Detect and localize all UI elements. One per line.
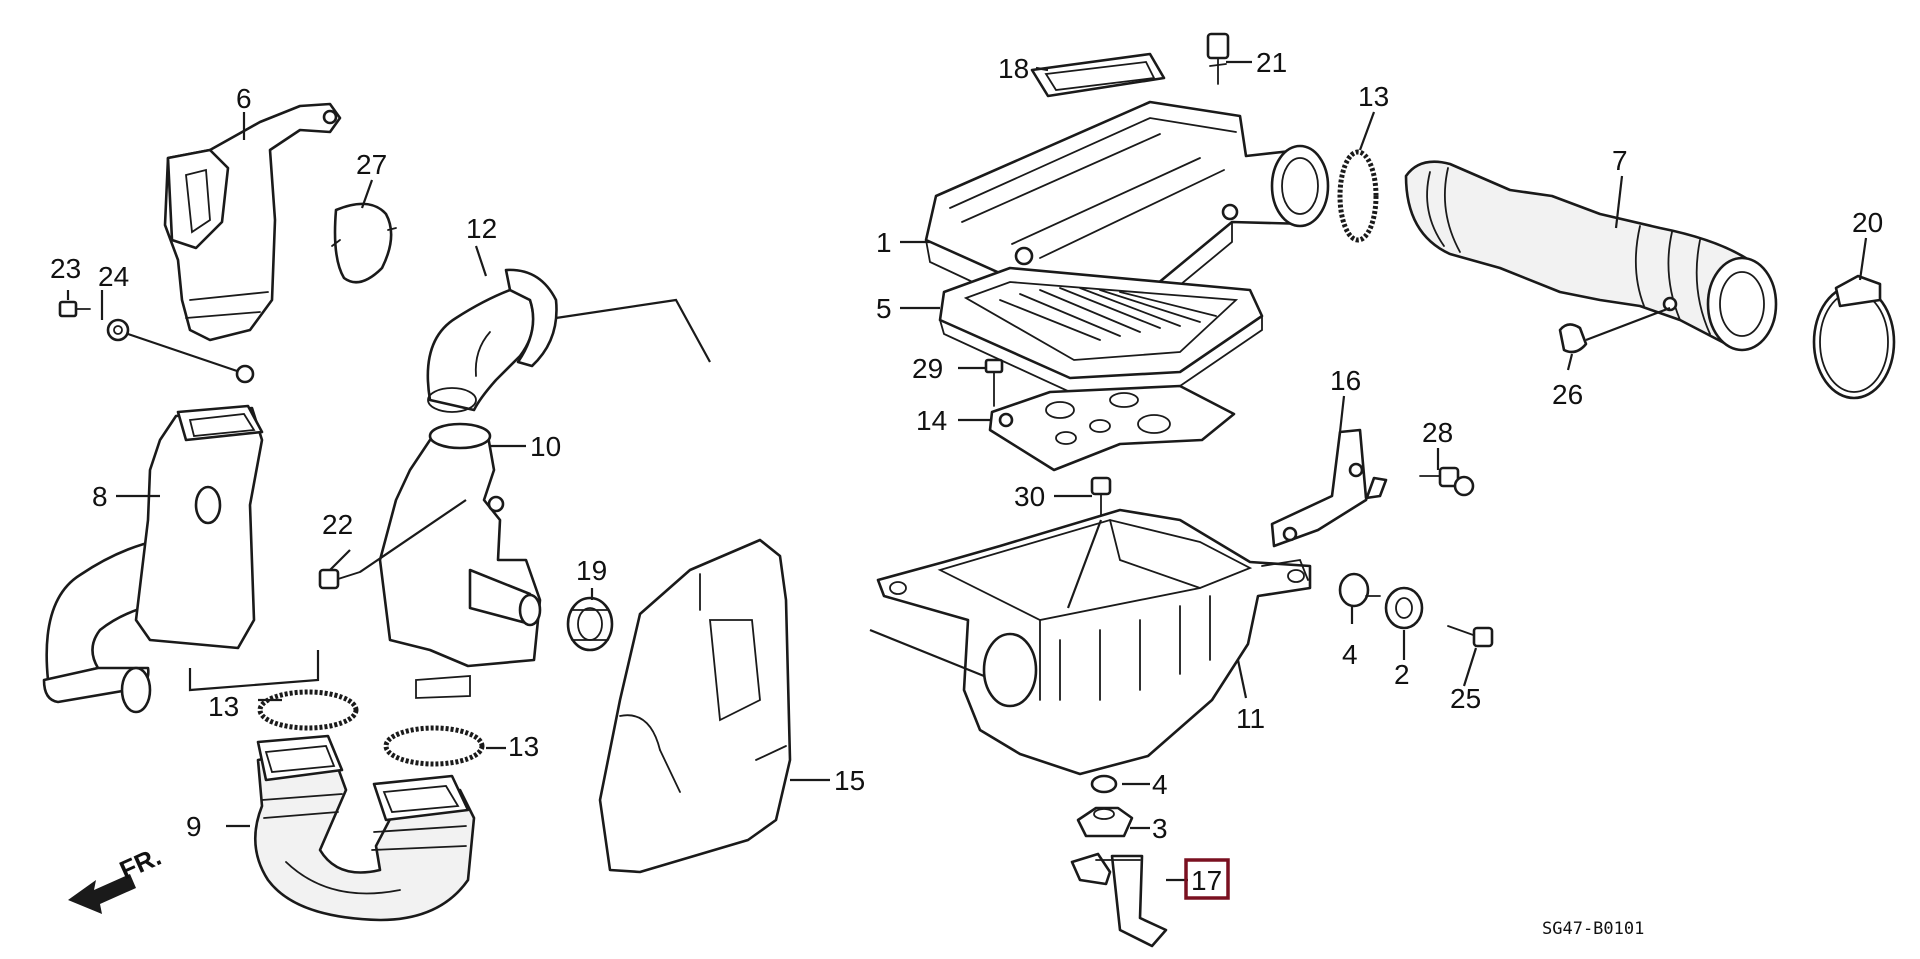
callout-24: 24 — [98, 261, 129, 292]
part-3-mount-rubber[interactable] — [1076, 806, 1134, 838]
callout-13-right: 13 — [508, 731, 539, 762]
callout-25: 25 — [1450, 683, 1481, 714]
part-29-screw[interactable] — [984, 358, 1004, 407]
part-21-bolt[interactable] — [1206, 32, 1230, 85]
part-16-bracket[interactable] — [1270, 428, 1388, 548]
callout-29: 29 — [912, 353, 943, 384]
callout-17: 17 — [1191, 865, 1222, 896]
part-18-label-sticker[interactable] — [1030, 52, 1166, 98]
part-26-clip[interactable] — [1558, 323, 1588, 354]
part-12-elbow-duct[interactable] — [426, 268, 558, 413]
callout-18: 18 — [998, 53, 1029, 84]
part-17-mounting-bracket[interactable] — [1070, 852, 1168, 948]
part-11-air-cleaner-case[interactable] — [876, 508, 1312, 776]
callout-5: 5 — [876, 293, 892, 324]
callout-10: 10 — [530, 431, 561, 462]
part-19-grommet[interactable] — [566, 596, 614, 652]
callout-21: 21 — [1256, 47, 1287, 78]
callout-17-highlighted[interactable]: 17 — [1184, 858, 1230, 900]
callout-23: 23 — [50, 253, 81, 284]
callout-6: 6 — [236, 83, 252, 114]
callout-19: 19 — [576, 555, 607, 586]
callout-4-right: 4 — [1342, 639, 1358, 670]
callout-7: 7 — [1612, 145, 1628, 176]
callout-16: 16 — [1330, 365, 1361, 396]
front-direction-arrow-icon — [68, 874, 136, 914]
callout-12: 12 — [466, 213, 497, 244]
callout-1: 1 — [876, 227, 892, 258]
part-13-o-ring-right[interactable] — [383, 725, 485, 767]
callout-leaders — [66, 60, 1868, 882]
callout-8: 8 — [92, 481, 108, 512]
part-23-bolt[interactable] — [58, 300, 91, 318]
part-10-air-intake-tube[interactable] — [378, 422, 542, 699]
callout-15: 15 — [834, 765, 865, 796]
callout-27: 27 — [356, 149, 387, 180]
part-5-air-filter-element[interactable] — [938, 266, 1264, 393]
part-22-bolt[interactable] — [318, 568, 361, 590]
part-15-resonator-box[interactable] — [598, 538, 792, 874]
callout-2: 2 — [1394, 659, 1410, 690]
part-28-bolt[interactable] — [1419, 466, 1475, 497]
part-14-seal-plate[interactable] — [988, 384, 1236, 472]
part-6-upper-intake-duct[interactable] — [163, 102, 342, 342]
part-24-clip[interactable] — [106, 318, 130, 342]
callout-26: 26 — [1552, 379, 1583, 410]
part-6-mount-tab — [235, 364, 255, 384]
callout-3: 3 — [1152, 813, 1168, 844]
part-27-cover-cap[interactable] — [331, 202, 397, 284]
part-2-grommet[interactable] — [1384, 586, 1424, 630]
drawing-code: SG47-B0101 — [1542, 919, 1644, 939]
part-25-bolt[interactable] — [1447, 625, 1494, 648]
part-4-grommet-lower[interactable] — [1090, 774, 1118, 794]
part-7-intake-hose[interactable] — [1404, 160, 1778, 352]
part-9-corrugated-duct[interactable] — [253, 734, 476, 922]
callout-9: 9 — [186, 811, 202, 842]
callout-30: 30 — [1014, 481, 1045, 512]
part-13-o-ring-left[interactable] — [257, 689, 359, 731]
callout-13-upper: 13 — [1358, 81, 1389, 112]
callout-14: 14 — [916, 405, 947, 436]
callout-4-lower: 4 — [1152, 769, 1168, 800]
part-30-bolt[interactable] — [1090, 476, 1112, 521]
callout-13-left: 13 — [208, 691, 239, 722]
callout-28: 28 — [1422, 417, 1453, 448]
callout-20: 20 — [1852, 207, 1883, 238]
callout-11: 11 — [1236, 703, 1265, 734]
part-4-grommet-right[interactable] — [1338, 572, 1381, 608]
part-8-intake-resonator-duct[interactable] — [42, 404, 264, 714]
part-20-hose-clamp[interactable] — [1812, 274, 1896, 400]
part-13-o-ring-upper[interactable] — [1337, 149, 1379, 243]
callout-22: 22 — [322, 509, 353, 540]
